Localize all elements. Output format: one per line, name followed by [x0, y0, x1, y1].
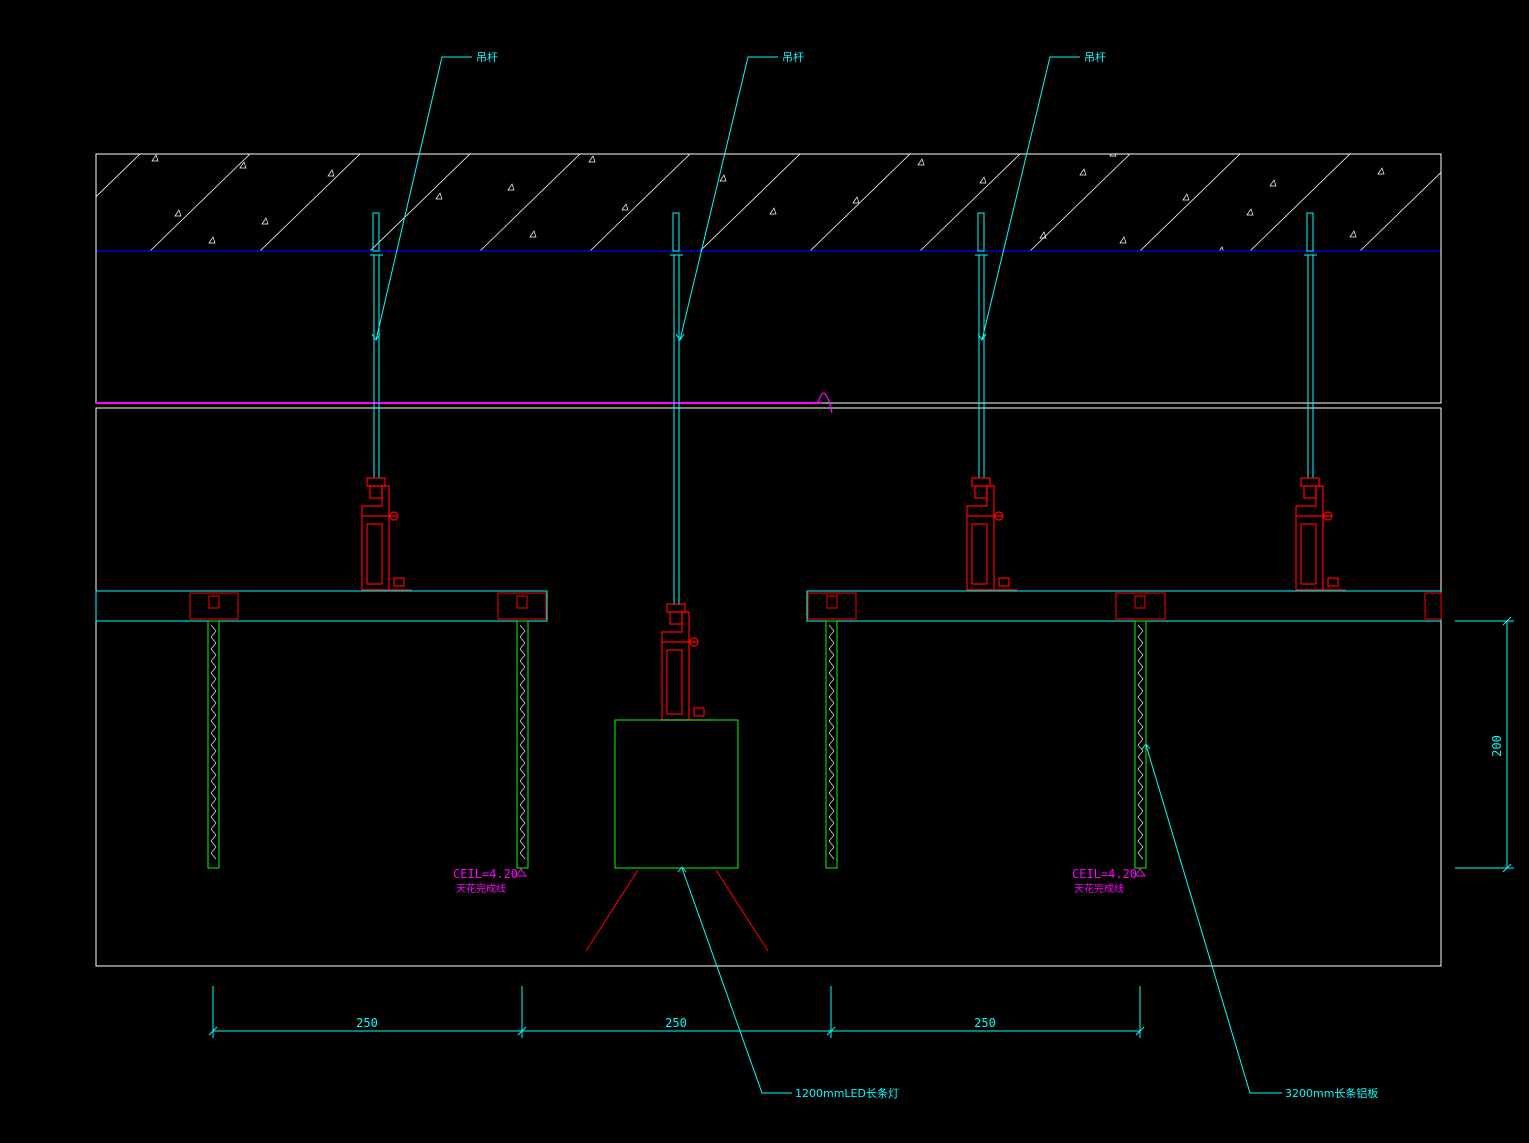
hanger-clip — [1295, 477, 1346, 591]
hanger-rod — [370, 212, 383, 478]
strip-panel — [825, 620, 838, 869]
strip-panel — [207, 620, 220, 869]
horizontal-dimension — [208, 986, 1145, 1038]
suspension-clips — [361, 477, 1346, 721]
hanger-rod-label-1: 吊杆 — [476, 50, 498, 64]
hanger-rods — [370, 212, 1317, 605]
hanger-rod-label-2: 吊杆 — [782, 50, 804, 64]
hanger-rod — [670, 212, 683, 605]
strip-panel-label: 3200mm长条铝板 — [1285, 1086, 1378, 1100]
dimension-label: 250 — [356, 1016, 378, 1030]
strip-panel — [516, 620, 529, 869]
hanger-rod — [975, 212, 988, 478]
hanger-clip — [361, 477, 412, 591]
ceiling-note-right: 天花完成线 — [1074, 882, 1124, 895]
ceiling-level-markers — [515, 868, 1146, 877]
ceiling-level-left: CEIL=4.20 — [453, 867, 518, 881]
channel-connectors — [189, 592, 1442, 620]
vertical-dimension — [1455, 616, 1514, 873]
vertical-dimension-label: 200 — [1490, 735, 1504, 757]
led-light-label: 1200mmLED长条灯 — [795, 1086, 899, 1100]
ceiling-note-left: 天花完成线 — [456, 882, 506, 895]
ceiling-level-right: CEIL=4.20 — [1072, 867, 1137, 881]
leader-lines — [371, 56, 1282, 1094]
dimension-label: 250 — [665, 1016, 687, 1030]
led-light-fixture — [585, 719, 769, 952]
hanger-clip — [966, 477, 1017, 591]
hanger-rod — [1304, 212, 1317, 478]
hanger-rod-label-3: 吊杆 — [1084, 50, 1106, 64]
break-line — [96, 392, 833, 414]
strip-panels — [207, 620, 1147, 869]
dimension-label: 250 — [974, 1016, 996, 1030]
